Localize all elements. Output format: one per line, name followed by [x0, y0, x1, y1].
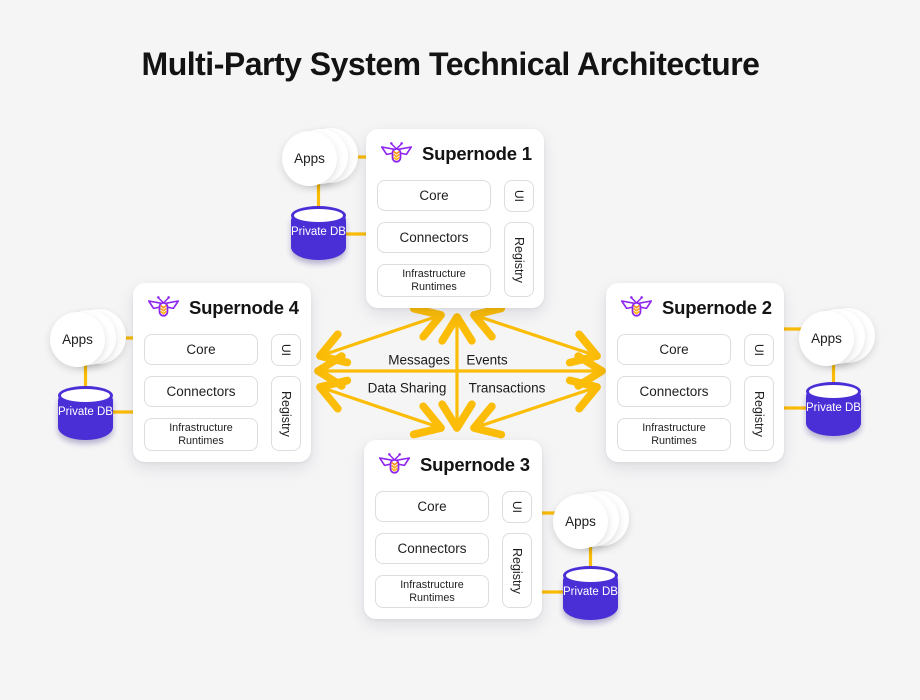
ui-module: UI	[502, 491, 532, 523]
private-db-label: Private DB	[58, 406, 113, 418]
private-db-label: Private DB	[806, 402, 861, 414]
apps-circle-front: Apps	[50, 312, 105, 367]
card-header: Supernode 4	[147, 294, 299, 322]
arrow-diagonal-top-left	[316, 304, 445, 367]
registry-module: Registry	[744, 376, 774, 451]
apps-label: Apps	[294, 151, 325, 166]
apps-label: Apps	[62, 332, 93, 347]
card-header: Supernode 3	[378, 451, 530, 479]
apps-label: Apps	[811, 331, 842, 346]
data-sharing-label: Data Sharing	[367, 380, 447, 396]
db-cylinder-top	[58, 386, 113, 405]
firefly-bee-icon	[147, 296, 180, 317]
connectors-module: Connectors	[377, 222, 491, 253]
core-module: Core	[375, 491, 489, 522]
supernode-1-card: Supernode 1 Core Connectors Infrastructu…	[366, 129, 544, 308]
private-db-supernode-1: Private DB	[291, 206, 346, 260]
card-header: Supernode 1	[380, 140, 532, 168]
supernode-title: Supernode 4	[189, 297, 299, 318]
private-db-label: Private DB	[563, 586, 618, 598]
supernode-title: Supernode 2	[662, 297, 772, 318]
apps-circle-front: Apps	[282, 131, 337, 186]
supernode-title: Supernode 1	[422, 143, 532, 164]
firefly-bee-icon	[620, 296, 653, 317]
registry-module: Registry	[504, 222, 534, 297]
arrow-diagonal-bottom-left	[316, 376, 445, 439]
private-db-supernode-2: Private DB	[806, 382, 861, 436]
firefly-bee-icon	[380, 142, 413, 163]
firefly-bee-icon	[378, 453, 411, 474]
ui-module: UI	[744, 334, 774, 366]
db-cylinder-top	[806, 382, 861, 401]
infrastructure-runtimes-module: Infrastructure Runtimes	[144, 418, 258, 451]
apps-stack-supernode-4: Apps	[50, 309, 128, 371]
supernode-3-card: Supernode 3 Core Connectors Infrastructu…	[364, 440, 542, 619]
apps-label: Apps	[565, 514, 596, 529]
connectors-module: Connectors	[375, 533, 489, 564]
supernode-2-card: Supernode 2 Core Connectors Infrastructu…	[606, 283, 784, 462]
core-module: Core	[144, 334, 258, 365]
apps-stack-supernode-1: Apps	[282, 128, 360, 190]
infrastructure-runtimes-module: Infrastructure Runtimes	[377, 264, 491, 297]
registry-module: Registry	[502, 533, 532, 608]
page-title: Multi-Party System Technical Architectur…	[141, 46, 760, 82]
infrastructure-runtimes-module: Infrastructure Runtimes	[617, 418, 731, 451]
events-label: Events	[466, 352, 508, 368]
core-module: Core	[617, 334, 731, 365]
db-cylinder-top	[291, 206, 346, 225]
arrow-diagonal-bottom-right	[470, 376, 601, 439]
db-cylinder-top	[563, 566, 618, 585]
card-header: Supernode 2	[620, 294, 772, 322]
apps-stack-supernode-2: Apps	[799, 308, 877, 370]
arrow-diagonal-top-right	[470, 304, 601, 367]
connectors-module: Connectors	[144, 376, 258, 407]
apps-stack-supernode-3: Apps	[553, 491, 631, 553]
messages-label: Messages	[388, 352, 450, 368]
ui-module: UI	[504, 180, 534, 212]
private-db-supernode-4: Private DB	[58, 386, 113, 440]
private-db-supernode-3: Private DB	[563, 566, 618, 620]
registry-module: Registry	[271, 376, 301, 451]
apps-circle-front: Apps	[799, 311, 854, 366]
core-module: Core	[377, 180, 491, 211]
infrastructure-runtimes-module: Infrastructure Runtimes	[375, 575, 489, 608]
ui-module: UI	[271, 334, 301, 366]
transactions-label: Transactions	[468, 380, 546, 396]
apps-circle-front: Apps	[553, 494, 608, 549]
supernode-title: Supernode 3	[420, 454, 530, 475]
private-db-label: Private DB	[291, 226, 346, 238]
supernode-4-card: Supernode 4 Core Connectors Infrastructu…	[133, 283, 311, 462]
connectors-module: Connectors	[617, 376, 731, 407]
